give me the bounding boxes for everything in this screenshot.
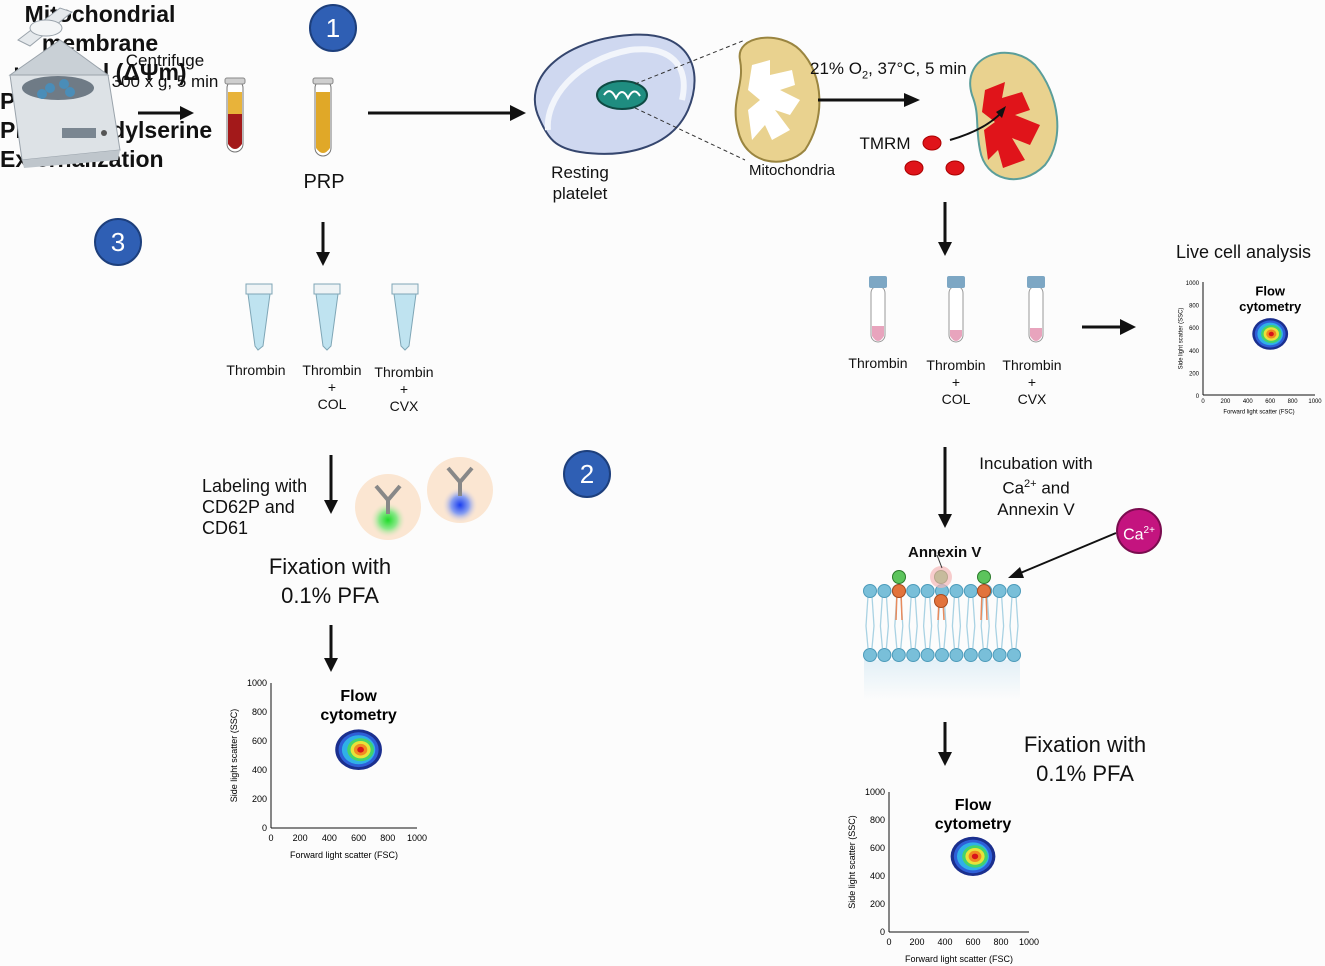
tube-right-2-label: Thrombin+COL [926,357,986,407]
x-tick-label: 1000 [1019,937,1039,947]
y-axis-label: Side light scatter (SSC) [229,709,239,803]
calcium-ion-icon: Ca2+ [1116,508,1162,554]
tube-left-3-label: Thrombin+CVX [374,364,434,414]
y-tick-label: 1000 [865,787,885,797]
x-tick-label: 400 [937,937,952,947]
x-tick-label: 200 [1220,399,1231,405]
y-tick-label: 0 [1196,394,1200,400]
y-tick-label: 800 [870,815,885,825]
step-3-badge: 3 [94,218,142,266]
y-axis-label: Side light scatter (SSC) [847,815,857,909]
incubation-text: Incubation with Ca2+ and Annexin V [979,454,1093,519]
y-tick-label: 600 [252,736,267,746]
x-tick-label: 0 [268,833,273,843]
step-2-badge: 2 [563,450,611,498]
x-tick-label: 0 [886,937,891,947]
x-axis-label: Forward light scatter (FSC) [905,954,1013,964]
flow-plot-pselectin: 0 200 400 600 800 1000 0 200 400 600 800 1000Forwar… [229,678,427,860]
y-tick-label: 1000 [247,678,267,688]
x-tick-label: 800 [1288,399,1299,405]
x-tick-label: 600 [351,833,366,843]
plot-title: cytometry [1239,299,1302,314]
live-cell-label: Live cell analysis [1176,242,1312,262]
y-tick-label: 800 [252,707,267,717]
y-tick-label: 0 [880,927,885,937]
x-tick-label: 600 [1265,399,1276,405]
y-tick-label: 400 [870,871,885,881]
x-tick-label: 800 [993,937,1008,947]
mitochondria-label: Mitochondria [749,162,835,179]
x-tick-label: 600 [965,937,980,947]
y-axis-label: Side light scatter (SSC) [1179,308,1185,370]
plot-title: Flow [340,688,377,705]
step-1-badge: 1 [309,4,357,52]
plot-title: Flow [955,797,992,814]
annexin-label: Annexin V [908,544,982,561]
x-tick-label: 800 [380,833,395,843]
y-tick-label: 200 [870,899,885,909]
x-axis-label: Forward light scatter (FSC) [1223,409,1294,415]
density-contour [357,746,364,753]
tube-left-2-label: Thrombin+COL [302,362,362,412]
y-tick-label: 1000 [1186,281,1200,287]
y-tick-label: 800 [1189,304,1200,310]
y-tick-label: 400 [1189,349,1200,355]
flow-plot-live: 0 200 400 600 800 1000 0 200 400 600 800 1000Forwar… [1179,281,1323,415]
x-tick-label: 400 [322,833,337,843]
x-tick-label: 1000 [1308,399,1322,405]
plot-title: Flow [1255,284,1285,299]
prp-label: PRP [303,171,345,193]
density-contour [1268,331,1274,337]
y-tick-label: 600 [870,843,885,853]
y-tick-label: 600 [1189,326,1200,332]
y-tick-label: 200 [252,794,267,804]
y-tick-label: 200 [1189,371,1200,377]
plot-title: cytometry [320,707,397,724]
y-tick-label: 400 [252,765,267,775]
x-tick-label: 400 [1243,399,1254,405]
x-tick-label: 200 [909,937,924,947]
tmrm-label: TMRM [859,134,911,153]
x-axis-label: Forward light scatter (FSC) [290,850,398,860]
x-tick-label: 200 [293,833,308,843]
x-tick-label: 1000 [407,833,427,843]
tube-left-1-label: Thrombin [226,362,286,378]
plot-title: cytometry [935,816,1012,833]
density-contour [971,853,979,860]
flow-plot-ps: 0 200 400 600 800 1000 0 200 400 600 800 1000Forwar… [847,787,1039,964]
tube-right-1-label: Thrombin [848,355,908,371]
conditions-label: 21% O2, 37°C, 5 min [810,59,967,82]
tube-right-3-label: Thrombin+CVX [1002,357,1062,407]
x-tick-label: 0 [1201,399,1205,405]
y-tick-label: 0 [262,823,267,833]
